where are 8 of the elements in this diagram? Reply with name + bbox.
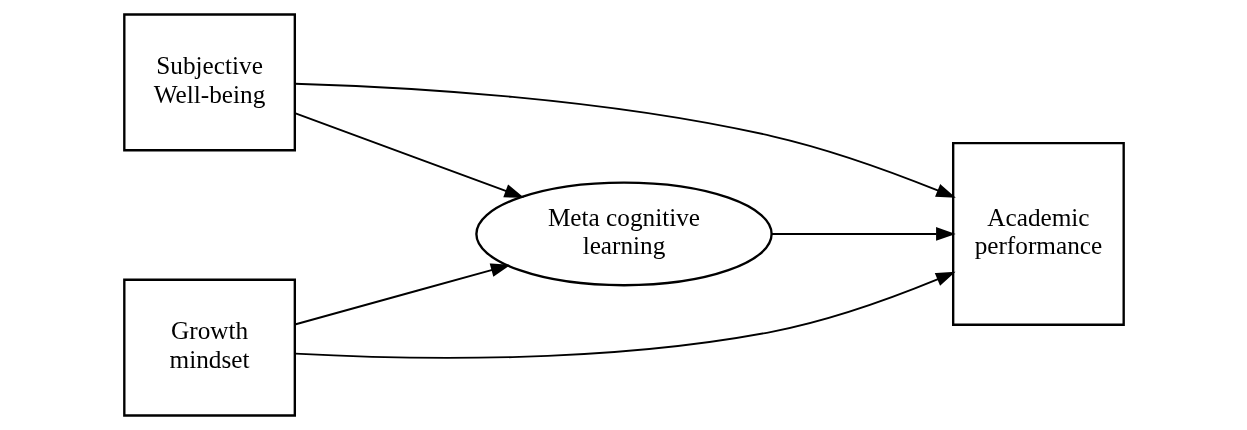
arrow: [293, 112, 524, 198]
arrow: [293, 263, 510, 326]
node-box: Subjective Well-being: [122, 13, 296, 152]
arrow: [770, 227, 956, 241]
arrow: [293, 271, 956, 359]
node-box: Growth mindset: [122, 278, 296, 417]
arrow: [293, 82, 956, 198]
node-box: Academic performance: [951, 142, 1125, 326]
